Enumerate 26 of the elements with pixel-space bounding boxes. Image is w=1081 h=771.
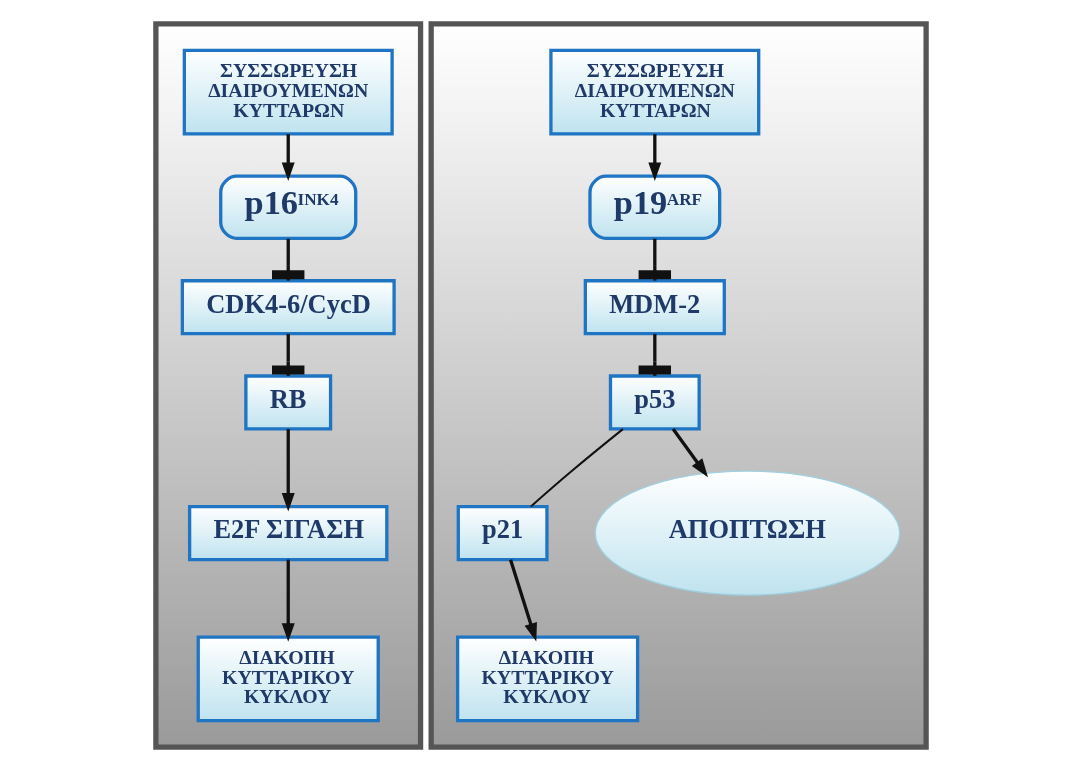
node-box: CDK4-6/CycD [180,279,396,336]
node-box: ΔΙΑΚΟΠΗ ΚΥΤΤΑΡΙΚΟΥ ΚΥΚΛΟΥ [196,635,380,723]
arrow [281,134,295,181]
node-box: ΔΙΑΚΟΠΗ ΚΥΤΤΑΡΙΚΟΥ ΚΥΚΛΟΥ [455,635,639,723]
node-ellipse: ΑΠΟΠΤΩΣΗ [594,470,900,596]
node-box: p21 [456,504,549,562]
connector [638,333,671,376]
connector [271,238,304,281]
arrow [508,559,537,642]
node-box: E2F ΣΙΓΑΣΗ [187,504,388,562]
node-box: MDM-2 [583,279,726,336]
node-box: ΣΥΣΣΩΡΕΥΣΗ ΔΙΑΙΡΟΥΜΕΝΩΝ ΚΥΤΤΑΡΩΝ [548,48,760,136]
arrow [281,429,295,512]
node-box: ΣΥΣΣΩΡΕΥΣΗ ΔΙΑΙΡΟΥΜΕΝΩΝ ΚΥΤΤΑΡΩΝ [182,48,394,136]
arrow [671,428,708,478]
node-box: RB [243,374,332,431]
cluster [428,21,929,750]
node-box: p16$^{INK4}$ [218,174,357,241]
connector [638,238,671,281]
node-box: p19$^{ARF}$ [587,174,721,241]
connector [271,333,304,376]
arrow [647,134,661,181]
node-box: p53 [608,374,701,431]
connector [529,428,624,508]
cluster [152,21,423,750]
arrow [281,559,295,642]
